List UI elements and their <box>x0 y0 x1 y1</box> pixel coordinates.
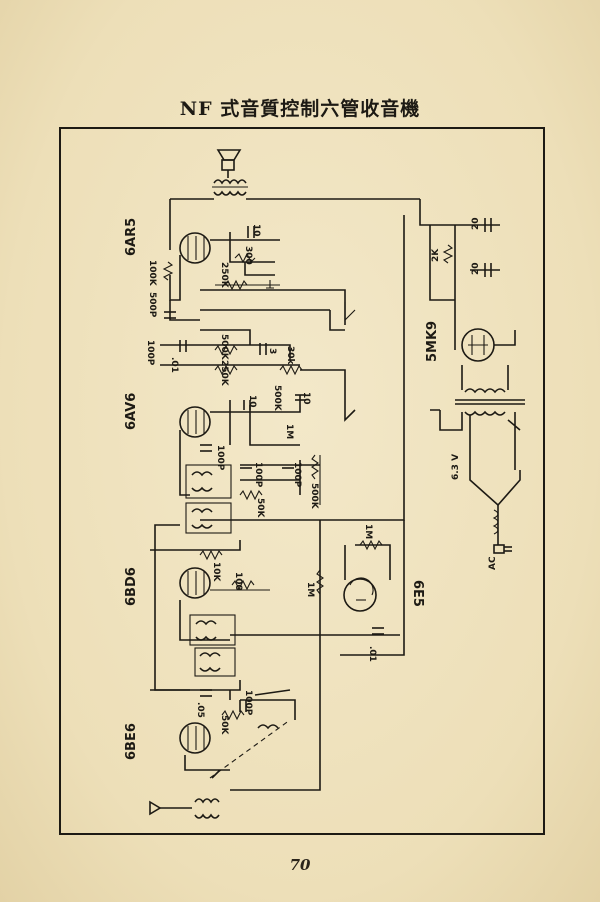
label-c-100p-d: 100P <box>292 462 302 488</box>
label-c-100p-e: 100P <box>243 690 253 716</box>
tube-6av6-symbol <box>179 406 211 438</box>
tube-6ar5-symbol <box>179 232 211 264</box>
label-c-10: 10 <box>251 224 261 237</box>
label-r-2k: 2K <box>431 248 441 262</box>
label-r-10k: 10K <box>211 562 221 583</box>
label-c-20-a: 20 <box>471 217 481 230</box>
speaker-icon <box>216 149 242 178</box>
label-r-30k: 30k <box>285 346 295 366</box>
tube-label-6be6: 6BE6 <box>124 723 139 760</box>
page-title: NF 式音質控制六管收音機 <box>179 98 421 120</box>
label-r-250k-a: 250K <box>219 262 229 289</box>
label-r-1m-c: 1M <box>363 524 373 539</box>
label-r-1m-a: 1M <box>284 424 294 439</box>
label-r-250k-b: 250K <box>219 360 229 387</box>
label-r-50k-a: 50K <box>255 498 265 519</box>
tube-label-5mk9: 5MK9 <box>425 321 440 362</box>
label-c-05: .05 <box>195 702 205 718</box>
tube-label-6ar5: 6AR5 <box>124 218 139 256</box>
label-r-500k-a: 500K <box>219 334 229 361</box>
page-number: 70 <box>289 856 311 874</box>
power-transformer <box>455 388 525 416</box>
output-transformer <box>212 179 248 196</box>
tube-6e5-symbol <box>343 577 377 612</box>
antenna-coil <box>194 798 220 819</box>
if-transformer-4 <box>194 647 236 677</box>
label-c-20-b: 20 <box>471 262 481 275</box>
label-r-300: 300 <box>243 246 253 265</box>
label-c-100p-a: 100P <box>145 340 155 366</box>
antenna-icon <box>149 800 192 816</box>
label-c-01-a: .01 <box>169 357 179 373</box>
oscillator-coil <box>257 724 279 730</box>
label-r-100k: 100K <box>147 260 157 287</box>
label-r-100: 100 <box>233 572 243 591</box>
label-v-63: 6.3 V <box>451 454 461 480</box>
schematic-frame <box>59 127 545 835</box>
tube-label-6e5: 6E5 <box>410 580 425 607</box>
if-transformer-3 <box>189 614 236 646</box>
label-c-100p-c: 100P <box>253 462 263 488</box>
label-c-10-b: 10 <box>247 395 257 408</box>
label-r-500k-c: 500K <box>309 483 319 510</box>
label-c-3: 3 <box>267 348 277 354</box>
label-c-500p: 500P <box>147 292 157 318</box>
label-ac: AC <box>488 556 498 570</box>
label-r-500k-b: 500K <box>272 385 282 412</box>
tube-label-6av6: 6AV6 <box>124 393 139 430</box>
label-c-10-c: 10 <box>301 392 311 405</box>
ac-plug-icon <box>493 544 512 554</box>
label-r-50k-b: 50K <box>219 715 229 736</box>
label-c-01-b: .01 <box>367 646 377 662</box>
if-transformer-1 <box>185 502 232 534</box>
tube-6be6-symbol <box>179 722 211 754</box>
if-transformer-2 <box>185 464 232 499</box>
tube-label-6bd6: 6BD6 <box>124 567 139 606</box>
label-r-1m-b: 1M <box>305 582 315 597</box>
tube-6bd6-symbol <box>179 567 211 599</box>
label-c-100p-b: 100P <box>215 445 225 471</box>
tube-5mk9-symbol <box>461 328 495 362</box>
